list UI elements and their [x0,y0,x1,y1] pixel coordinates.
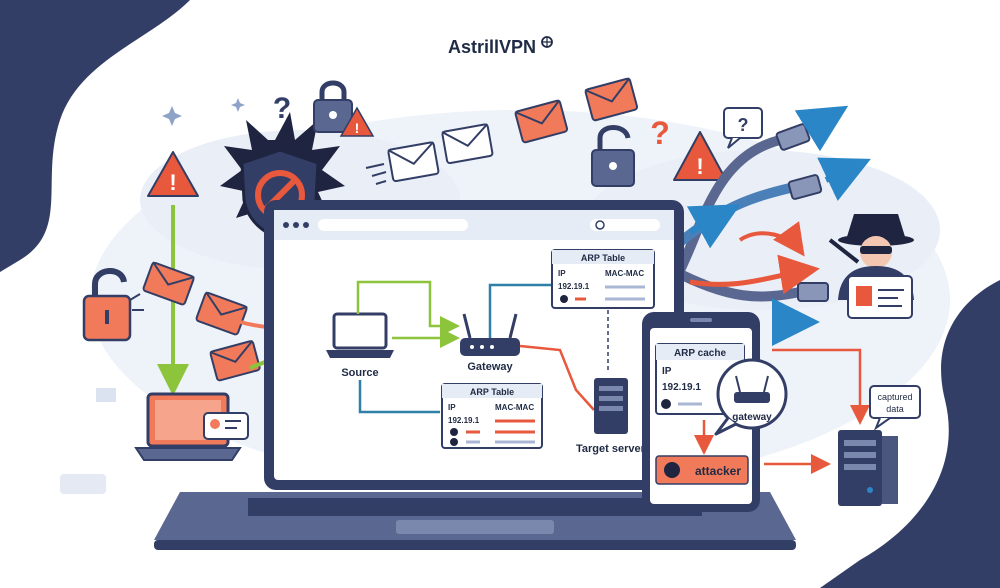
id-card-icon [203,412,249,440]
envelope-icon [142,261,195,306]
attacker-label: attacker [695,464,741,478]
warning-icon: ! [339,106,375,137]
svg-text:!: ! [355,120,360,136]
svg-text:!: ! [696,154,703,179]
brand-logo: AstrillVPN [448,37,536,57]
source-label: Source [341,367,378,379]
envelope-icon [441,123,494,165]
gateway-router-icon [460,313,520,356]
decor-block [60,474,106,494]
devil-icon [450,428,458,436]
brand-logo-mark [541,36,553,48]
envelope-icon [209,339,261,382]
svg-text:!: ! [169,170,176,195]
devil-icon [661,399,671,409]
arp-table-top-col-mac: MAC-MAC [605,269,644,278]
corner-blob-top-left [0,0,190,272]
gateway-bubble: gateway [714,358,788,436]
warning-icon: ! [673,131,727,181]
gateway-label: Gateway [467,361,513,373]
devil-icon [560,295,568,303]
attacker-server-icon [838,430,898,506]
arp-table-top-col-ip: IP [558,269,566,278]
arp-table-bottom-col-ip: IP [448,403,456,412]
arp-table-bottom: ARP Table IP MAC-MAC 192.19.1 [441,383,543,449]
source-laptop-icon [326,312,394,358]
arp-cache-col-ip: IP [662,366,672,377]
question-mark-icon: ? [273,92,291,125]
gateway-bubble-label: gateway [732,412,772,423]
blue-flow-arrow [794,105,849,152]
green-link [356,280,460,336]
corner-blob-bottom-right [820,280,1000,588]
arp-cache-row-ip: 192.19.1 [662,382,701,393]
sparkle-icon [162,106,182,126]
question-bubble-icon: ? [723,107,763,149]
captured-label-line2: data [886,404,904,414]
devil-icon [664,462,680,478]
arp-table-top-row-ip: 192.19.1 [558,282,590,291]
captured-label-line1: captured [877,392,912,402]
rj45-connector [775,123,811,151]
id-card-icon [847,275,913,319]
attacker-badge: attacker [655,455,749,485]
decor-block [96,388,116,402]
motion-lines [365,163,387,185]
orange-flow-arrow [689,254,820,295]
arp-table-bottom-title: ARP Table [470,387,514,397]
orange-flow-arrow [772,348,870,425]
envelope-icon [584,77,639,122]
teal-link [358,380,440,414]
orange-flow-arrow [738,221,805,257]
envelope-icon [387,141,440,183]
sparkle-icon [231,98,245,112]
arp-table-top-title: ARP Table [581,253,625,263]
target-server-label: Target server [576,443,646,455]
rj45-connector [797,282,829,302]
blue-flow-arrow [817,157,871,202]
devil-icon [450,438,458,446]
unlocked-padlock-icon [591,125,635,187]
orange-link [519,344,595,411]
envelope-icon [514,99,569,144]
unlocked-padlock-icon [82,268,144,342]
question-mark-icon: ? [650,115,670,151]
warning-icon: ! [147,151,199,197]
arp-table-bottom-row-ip: 192.19.1 [448,416,480,425]
captured-data-bubble: captured data [869,385,921,431]
locked-padlock-icon [313,80,353,133]
target-server-icon [594,378,628,434]
blue-flow-arrow [686,204,741,249]
teal-link [488,283,552,338]
svg-text:?: ? [738,115,749,135]
arp-table-top: ARP Table IP MAC-MAC 192.19.1 [551,249,655,309]
network-cable [667,265,805,302]
arp-table-bottom-col-mac: MAC-MAC [495,403,534,412]
arp-cache-title: ARP cache [674,348,727,359]
